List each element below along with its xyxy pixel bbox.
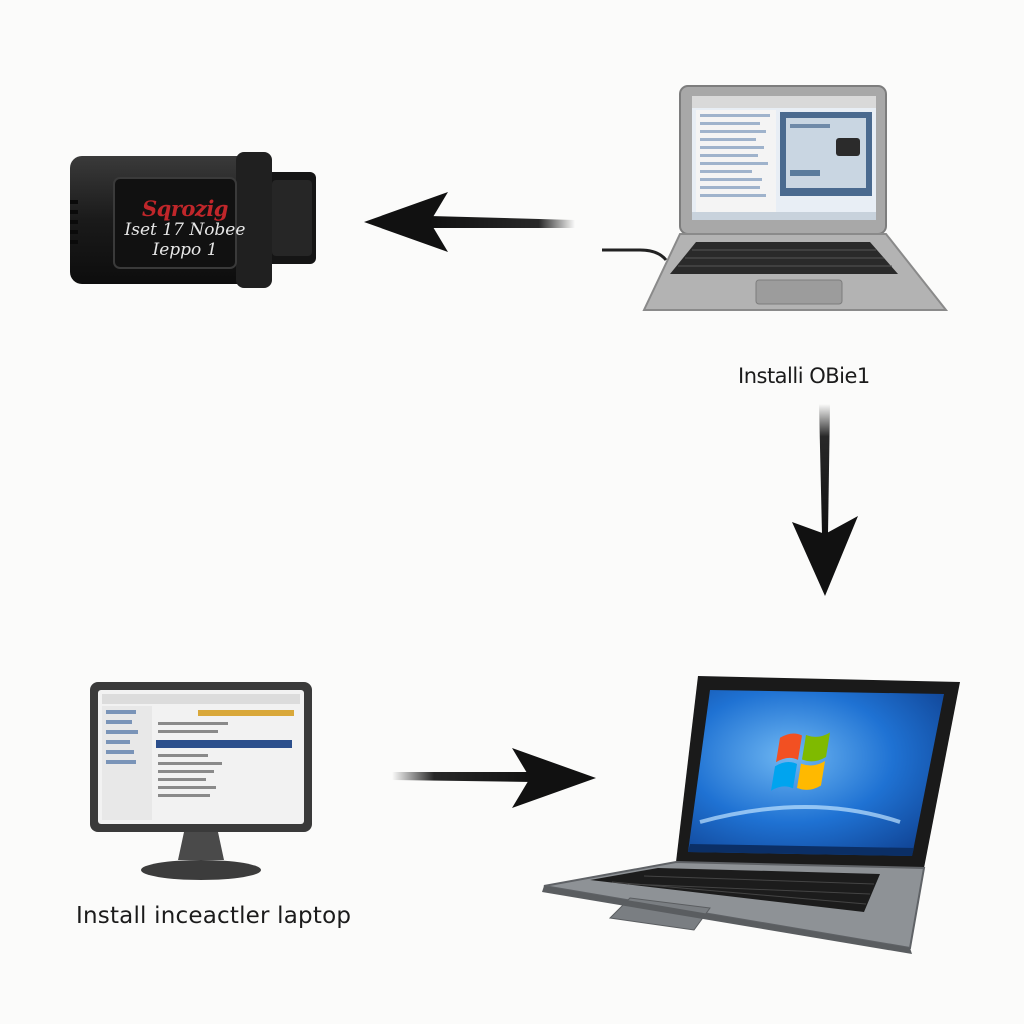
arrow-left <box>364 192 575 252</box>
adapter-model-text: Iset 17 Nobee <box>124 220 246 240</box>
top-laptop-caption: Installi OBie1 <box>738 364 870 388</box>
obd-adapter: Sqrozig Iset 17 Nobee Ieppo 1 <box>66 150 320 292</box>
adapter-brand-text: Sqrozig <box>141 196 229 221</box>
laptop-illustration <box>602 85 949 311</box>
adapter-model-text-2: Ieppo 1 <box>152 240 218 260</box>
top-laptop <box>600 84 950 320</box>
arrow-down <box>792 404 858 596</box>
obd-adapter-body <box>70 152 316 288</box>
monitor-illustration <box>90 682 312 880</box>
arrow-right <box>392 748 596 808</box>
windows-logo <box>771 732 830 791</box>
windows-laptop <box>540 672 966 954</box>
windows-laptop-illustration <box>542 676 960 954</box>
desktop-monitor-caption: Install inceactler laptop <box>76 903 352 929</box>
desktop-monitor <box>88 680 314 882</box>
